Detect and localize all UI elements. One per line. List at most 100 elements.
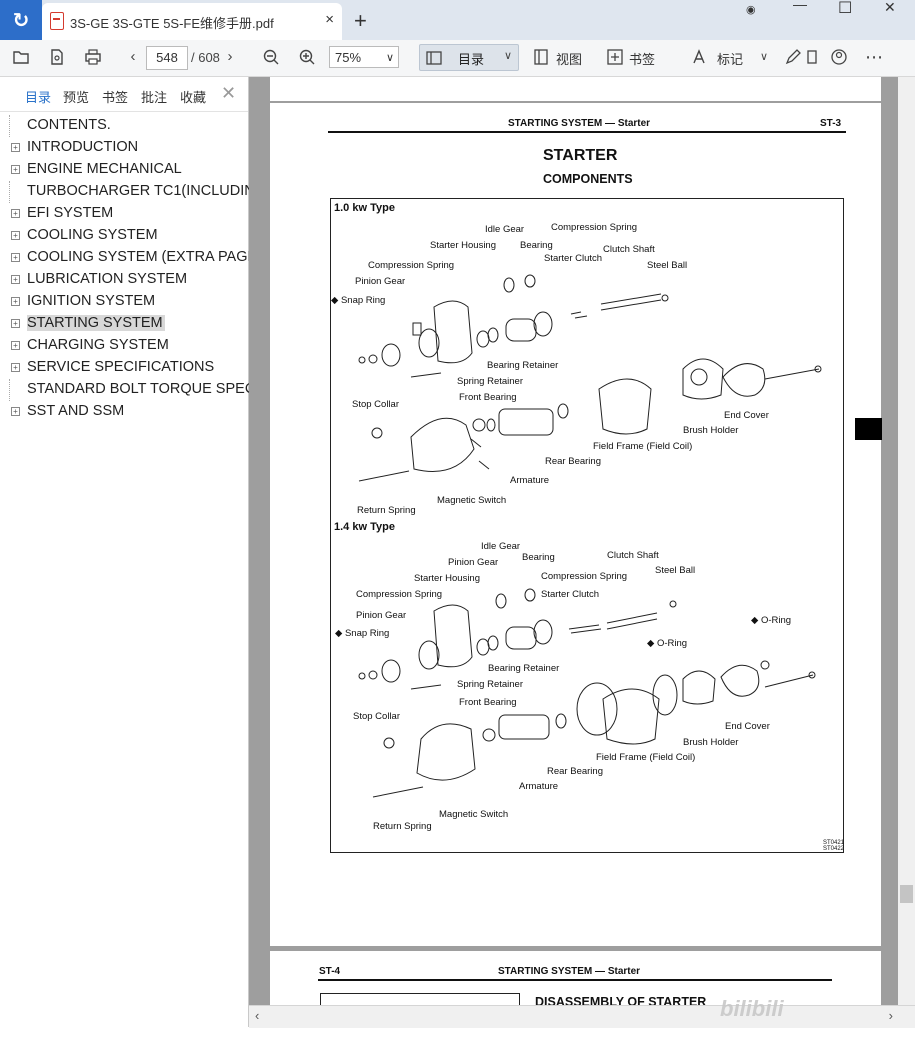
account-icon[interactable] bbox=[830, 48, 848, 66]
save-icon[interactable] bbox=[48, 48, 66, 66]
toc-button[interactable]: 目录 ∨ bbox=[419, 44, 519, 71]
toc-item-label: CHARGING SYSTEM bbox=[27, 337, 169, 353]
part-label: ◆ O-Ring bbox=[751, 615, 792, 626]
toc-item-cooling-extra[interactable]: +COOLING SYSTEM (EXTRA PAGI bbox=[9, 247, 252, 269]
expand-icon[interactable]: + bbox=[11, 319, 20, 328]
tree-line bbox=[9, 379, 11, 401]
scroll-thumb[interactable] bbox=[900, 885, 913, 903]
toc-item-service-specs[interactable]: +SERVICE SPECIFICATIONS bbox=[9, 357, 245, 379]
toc-item-label: COOLING SYSTEM bbox=[27, 227, 158, 243]
chevron-down-icon[interactable]: ∨ bbox=[759, 51, 769, 63]
toc-item-ignition[interactable]: +IGNITION SYSTEM bbox=[9, 291, 245, 313]
expand-icon[interactable]: + bbox=[11, 253, 20, 262]
zoom-in-icon[interactable] bbox=[298, 48, 316, 66]
toc-item-lubrication[interactable]: + LUBRICATION SYSTEM bbox=[9, 269, 245, 291]
page-title: STARTER bbox=[543, 147, 618, 164]
part-label: Compression Spring bbox=[356, 589, 443, 600]
minimize-button[interactable]: — bbox=[793, 0, 807, 12]
toc-item-label: ENGINE MECHANICAL bbox=[27, 161, 182, 177]
part-label: Steel Ball bbox=[655, 565, 696, 576]
toc-item-starting-system[interactable]: +STARTING SYSTEM bbox=[9, 313, 245, 335]
expand-icon[interactable]: + bbox=[11, 297, 20, 306]
horizontal-scrollbar[interactable]: ‹ › bbox=[249, 1005, 915, 1028]
expand-icon[interactable]: + bbox=[11, 363, 20, 372]
figure-code: ST0422 bbox=[823, 846, 845, 852]
toc-item-label: STANDARD BOLT TORQUE SPEC bbox=[27, 381, 256, 397]
toc-item-label: TURBOCHARGER TC1(INCLUDIN bbox=[27, 183, 255, 199]
toc-item-engine-mechanical[interactable]: + ENGINE MECHANICAL bbox=[9, 159, 245, 181]
toc-item-cooling-system[interactable]: + COOLING SYSTEM bbox=[9, 225, 245, 247]
tab-annotations[interactable]: 批注 bbox=[141, 90, 168, 105]
toc-item-contents[interactable]: CONTENTS. bbox=[9, 115, 245, 137]
scroll-right-icon[interactable]: › bbox=[888, 1008, 893, 1023]
toc-item-label: CONTENTS. bbox=[27, 117, 111, 133]
new-tab-button[interactable]: + bbox=[354, 8, 367, 33]
maximize-button[interactable]: ☐ bbox=[838, 0, 853, 17]
part-label: Compression Spring bbox=[368, 260, 455, 271]
zoom-select[interactable]: 75%∨ bbox=[329, 46, 399, 68]
scroll-left-icon[interactable]: ‹ bbox=[255, 1008, 260, 1023]
part-label: Starter Clutch bbox=[541, 589, 600, 600]
zoom-out-icon[interactable] bbox=[262, 48, 280, 66]
page-header: STARTING SYSTEM — Starter bbox=[508, 118, 651, 129]
part-label: Pinion Gear bbox=[355, 276, 406, 287]
app-logo-icon[interactable]: ↻ bbox=[0, 0, 42, 40]
more-options-icon[interactable]: ⋯ bbox=[865, 47, 883, 67]
next-page-icon[interactable]: › bbox=[227, 48, 233, 65]
expand-icon[interactable]: + bbox=[11, 143, 20, 152]
document-viewer[interactable]: STARTING SYSTEM — Starter ST-3 STARTER C… bbox=[249, 77, 898, 1051]
toc-item-sst-ssm[interactable]: +SST AND SSM bbox=[9, 401, 245, 423]
page-subtitle: COMPONENTS bbox=[543, 172, 633, 186]
expand-icon[interactable]: + bbox=[11, 407, 20, 416]
bookmark-add-icon[interactable] bbox=[606, 48, 624, 66]
part-label: Starter Clutch bbox=[544, 253, 603, 264]
expand-icon[interactable]: + bbox=[11, 165, 20, 174]
expand-icon[interactable]: + bbox=[11, 275, 20, 284]
restore-icon[interactable]: ◉ bbox=[746, 4, 756, 16]
part-label: Armature bbox=[519, 781, 559, 792]
toc-item-charging[interactable]: + CHARGING SYSTEM bbox=[9, 335, 245, 357]
note-icon[interactable] bbox=[806, 48, 818, 66]
part-label: Field Frame (Field Coil) bbox=[593, 441, 693, 452]
bookmark-button[interactable]: 书签 bbox=[629, 52, 656, 67]
pen-icon[interactable] bbox=[784, 48, 802, 66]
part-label: Brush Holder bbox=[683, 425, 739, 436]
view-icon[interactable] bbox=[532, 48, 550, 66]
zoom-value: 75% bbox=[335, 50, 362, 65]
expand-icon[interactable]: + bbox=[11, 231, 20, 240]
tab-favorites[interactable]: 收藏 bbox=[180, 90, 207, 105]
view-button[interactable]: 视图 bbox=[556, 52, 583, 67]
document-tab[interactable]: 3S-GE 3S-GTE 5S-FE维修手册.pdf × bbox=[42, 3, 342, 40]
mark-button[interactable]: 标记 bbox=[717, 52, 744, 67]
tab-toc[interactable]: 目录 bbox=[25, 90, 52, 105]
tab-title: 3S-GE 3S-GTE 5S-FE维修手册.pdf bbox=[70, 16, 274, 31]
part-label: Spring Retainer bbox=[457, 679, 524, 690]
expand-icon[interactable]: + bbox=[11, 209, 20, 218]
figure-code: ST0421 bbox=[823, 840, 845, 846]
tab-preview[interactable]: 预览 bbox=[63, 90, 90, 105]
tree-line bbox=[9, 115, 11, 137]
page-number-input[interactable]: 548 bbox=[146, 46, 188, 70]
toc-item-label: LUBRICATION SYSTEM bbox=[27, 271, 188, 287]
toc-item-efi-system[interactable]: +EFI SYSTEM bbox=[9, 203, 245, 225]
close-tab-button[interactable]: × bbox=[325, 11, 334, 28]
close-window-button[interactable]: ✕ bbox=[884, 0, 896, 15]
open-folder-icon[interactable] bbox=[12, 48, 30, 66]
toc-item-introduction[interactable]: + INTRODUCTION bbox=[9, 137, 245, 159]
vertical-scrollbar[interactable] bbox=[855, 77, 915, 1005]
part-label: Idle Gear bbox=[485, 224, 525, 235]
print-icon[interactable] bbox=[84, 48, 102, 66]
page-number: ST-4 bbox=[319, 966, 341, 977]
expand-icon[interactable]: + bbox=[11, 341, 20, 350]
part-label: Clutch Shaft bbox=[603, 244, 655, 255]
mark-icon[interactable] bbox=[690, 48, 708, 66]
toc-item-bolt-torque[interactable]: STANDARD BOLT TORQUE SPEC bbox=[9, 379, 256, 401]
sidebar-panel-icon bbox=[426, 51, 442, 65]
toc-item-label: INTRODUCTION bbox=[27, 139, 139, 155]
tab-bookmarks[interactable]: 书签 bbox=[102, 90, 129, 105]
previous-page-icon[interactable]: ‹ bbox=[130, 48, 136, 65]
toc-item-turbocharger[interactable]: TURBOCHARGER TC1(INCLUDIN bbox=[9, 181, 255, 203]
page-total: / 608 bbox=[191, 50, 220, 65]
section-heading: 1.0 kw Type bbox=[334, 202, 395, 214]
close-sidebar-icon[interactable]: ✕ bbox=[221, 83, 237, 103]
